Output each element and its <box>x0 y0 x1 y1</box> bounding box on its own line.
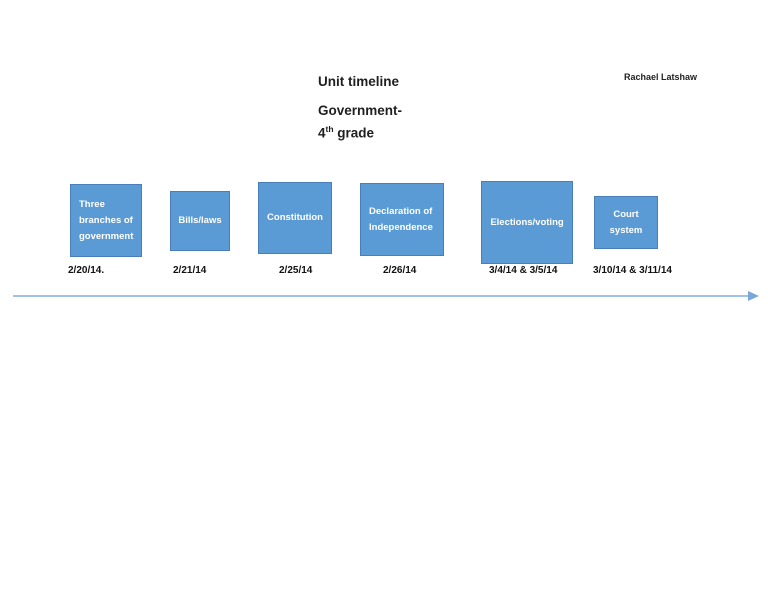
timeline-date-court-system: 3/10/14 & 3/11/14 <box>593 265 672 276</box>
timeline-box-label: Elections/voting <box>490 216 564 228</box>
timeline-date-bills-laws: 2/21/14 <box>173 265 207 276</box>
timeline-date-elections: 3/4/14 & 3/5/14 <box>489 265 558 276</box>
page-title: Unit timeline <box>318 74 400 89</box>
timeline-date-constitution: 2/25/14 <box>279 265 313 276</box>
timeline-box-label: Court system <box>609 208 643 236</box>
author-name: Rachael Latshaw <box>624 72 698 82</box>
timeline-box-elections-voting: Elections/voting <box>481 181 573 264</box>
timeline-box-label: Declaration of Independence <box>369 205 433 233</box>
timeline-box-bills-laws: Bills/laws <box>170 191 230 251</box>
subtitle-line1: Government- <box>318 103 403 118</box>
grade-number: 4 <box>318 125 326 141</box>
grade-text: grade <box>333 125 375 141</box>
timeline-box-label: Three branches of government <box>79 198 134 242</box>
page-subtitle: Government- 4th grade <box>318 101 402 143</box>
timeline-date-three-branches: 2/20/14. <box>68 265 105 276</box>
arrow-right-icon <box>748 291 759 301</box>
grade-ordinal-suffix: th <box>325 124 334 134</box>
timeline-box-court-system: Court system <box>594 196 658 249</box>
timeline-arrow-line <box>13 295 750 297</box>
timeline-box-constitution: Constitution <box>258 182 332 254</box>
timeline-box-three-branches: Three branches of government <box>70 184 142 257</box>
timeline-box-label: Bills/laws <box>178 215 222 226</box>
timeline-box-declaration: Declaration of Independence <box>360 183 444 256</box>
timeline-box-label: Constitution <box>267 212 323 223</box>
timeline-date-declaration: 2/26/14 <box>383 265 417 276</box>
